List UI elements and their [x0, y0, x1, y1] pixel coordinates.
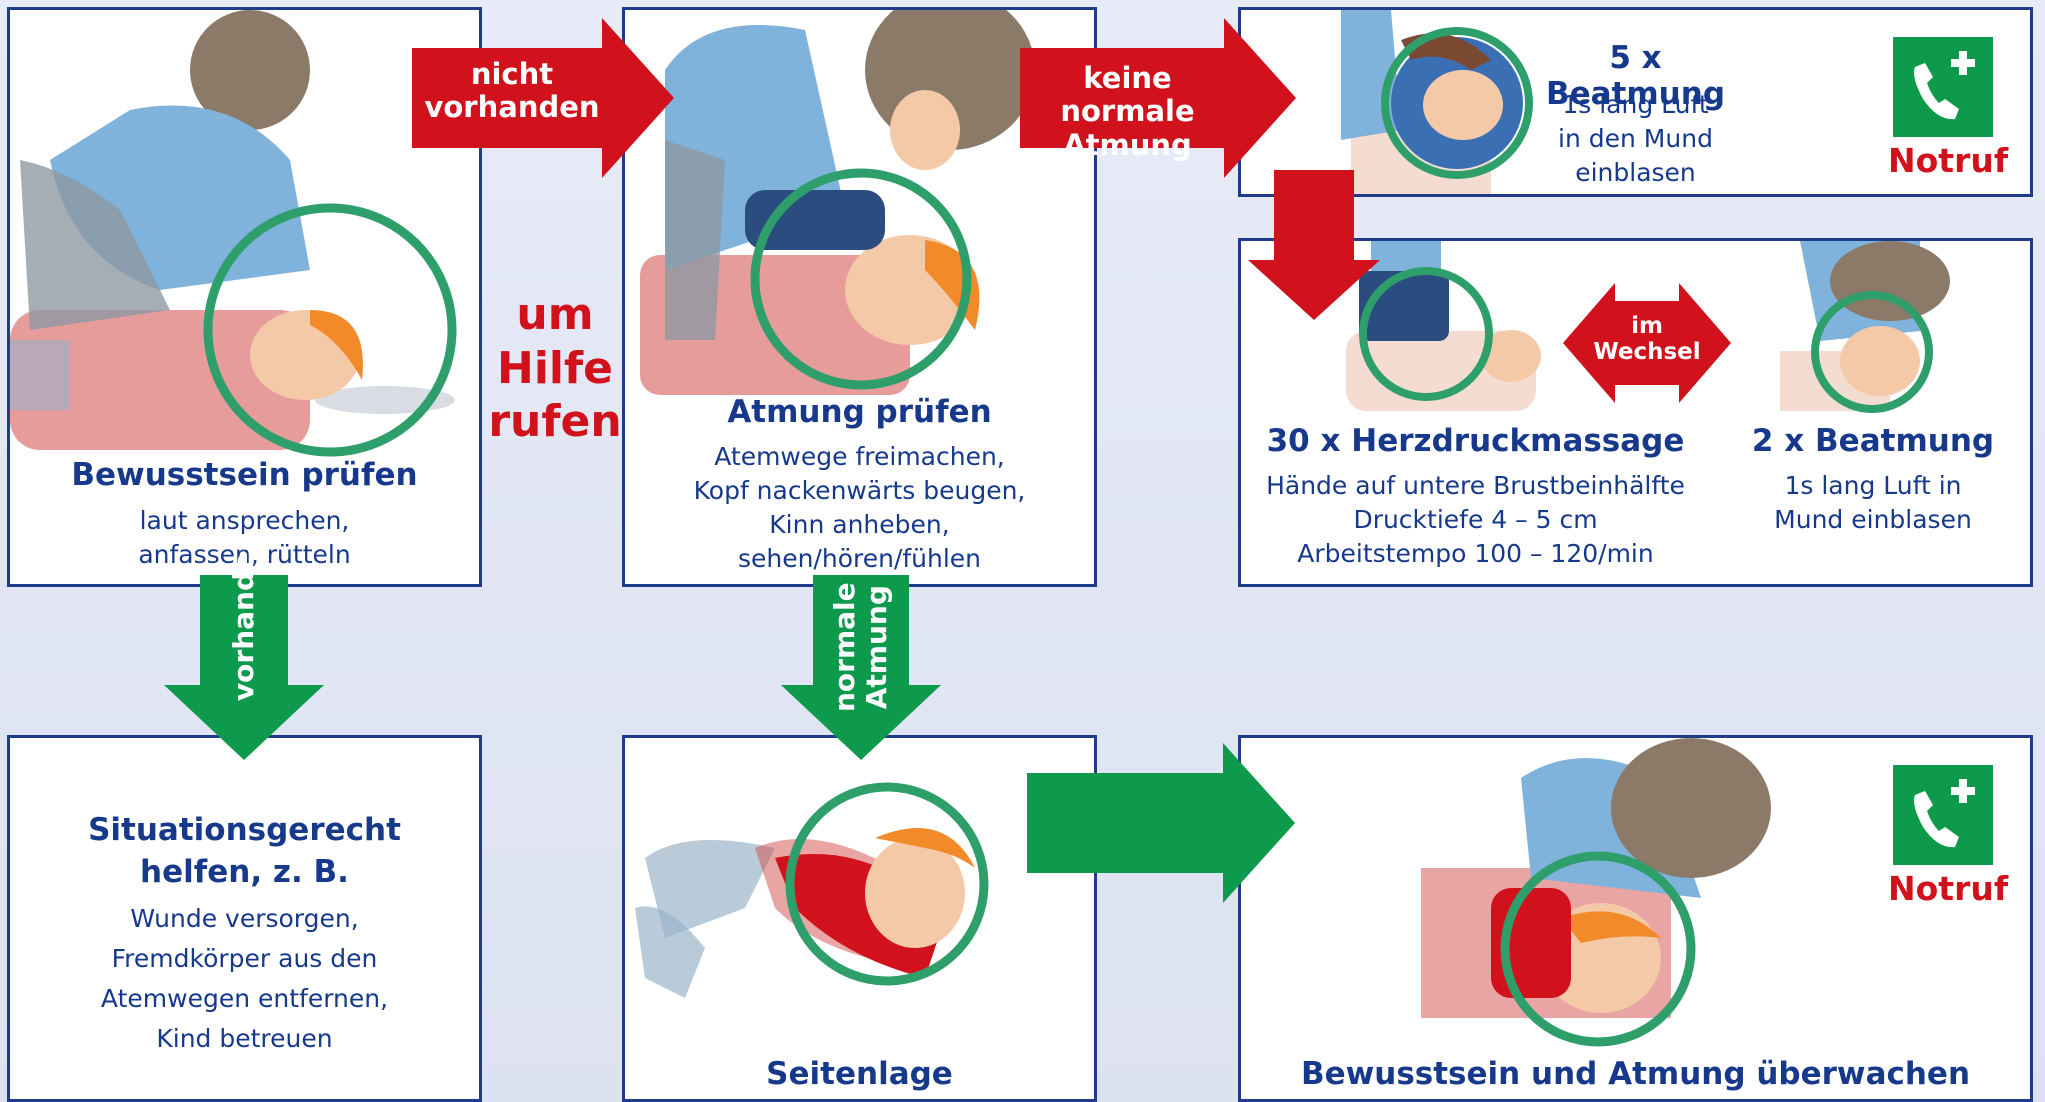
situational-description: Wunde versorgen, Fremdkörper aus den Ate…	[10, 899, 479, 1059]
check-consciousness-illustration	[10, 10, 457, 457]
description-line: Kinn anheben,	[769, 510, 950, 539]
arrow-alternate: im Wechsel	[1563, 283, 1731, 403]
situational-title: Situationsgerecht helfen, z. B.	[10, 810, 479, 894]
arrow-recovery-to-monitor	[1027, 743, 1295, 903]
emergency-call-label: Notruf	[1888, 141, 2009, 180]
description-line: Wunde versorgen,	[130, 904, 359, 933]
recovery-position-title: Seitenlage	[766, 1056, 953, 1092]
emergency-phone-icon	[1893, 765, 1993, 865]
step-rescue-breaths-box: 5 x Beatmung 1s lang Luft in den Mund ei…	[1238, 7, 2033, 197]
description-line: laut ansprechen,	[139, 506, 350, 535]
arrow-present-label: vorhanden	[226, 532, 260, 702]
step-breathing-box: Atmung prüfen Atemwege freimachen, Kopf …	[622, 7, 1097, 587]
description-line: Kopf nackenwärts beugen,	[693, 476, 1026, 505]
consciousness-description: laut ansprechen, anfassen, rütteln	[10, 504, 479, 572]
breathing-title: Atmung prüfen	[727, 394, 992, 430]
step-recovery-position-box: Seitenlage	[622, 735, 1097, 1102]
breaths-illustration	[1780, 241, 1950, 413]
description-line: Atemwege freimachen,	[714, 442, 1005, 471]
arrow-normal-breathing: normale Atmung	[781, 575, 941, 760]
arrow-not-present-label: nicht vorhanden	[412, 57, 612, 125]
arrow-label-line: keine normale	[1060, 61, 1195, 129]
consciousness-title: Bewusstsein prüfen	[71, 457, 418, 493]
check-breathing-illustration	[640, 10, 1035, 395]
green-arrow-right-shape	[1027, 743, 1295, 903]
call-for-help-text: um Hilfe rufen	[475, 288, 635, 449]
description-line: sehen/hören/fühlen	[737, 544, 982, 573]
description-line: Mund einblasen	[1774, 505, 1972, 534]
description-line: 1s lang Luft in	[1784, 471, 1962, 500]
arrow-alternate-label: im Wechsel	[1563, 313, 1731, 366]
arrow-normal-breathing-label: normale Atmung	[827, 582, 893, 713]
arrow-label-line: vorhanden	[424, 90, 600, 125]
rescue-breaths-description: 1s lang Luft in den Mund einblasen	[1531, 88, 1740, 189]
arrow-label-line: Atmung	[860, 585, 893, 710]
description-line: Fremdkörper aus den	[111, 944, 378, 973]
title-line: Situationsgerecht	[88, 812, 401, 848]
red-arrow-right-shape	[412, 18, 674, 178]
arrow-label-line: nicht	[470, 57, 554, 91]
description-line: 1s lang Luft	[1562, 90, 1709, 119]
step-cpr-cycle-box: 30 x Herzdruckmassage Hände auf untere B…	[1238, 238, 2033, 587]
arrow-no-normal-breathing: keine normale Atmung	[1020, 18, 1296, 178]
description-line: anfassen, rütteln	[138, 539, 351, 569]
breaths2-title: 2 x Beatmung	[1751, 423, 1995, 459]
monitor-title: Bewusstsein und Atmung überwachen	[1300, 1056, 1971, 1092]
arrow-down-to-cpr	[1248, 170, 1380, 320]
rescue-breaths-title: 5 x Beatmung	[1545, 40, 1726, 112]
step-situational-help-box: Situationsgerecht helfen, z. B. Wunde ve…	[7, 735, 482, 1102]
arrow-label-line: im	[1631, 313, 1663, 339]
arrow-label-line: Wechsel	[1593, 339, 1701, 366]
arrow-label-line: normale	[827, 582, 861, 713]
call-help-line: um	[516, 289, 594, 340]
call-help-line: Hilfe	[497, 342, 613, 394]
description-line: Atemwegen entfernen,	[100, 984, 389, 1013]
green-arrow-down-shape	[164, 575, 324, 760]
red-arrow-right-shape	[1020, 18, 1296, 178]
description-line: Kind betreuen	[156, 1024, 333, 1053]
call-help-line: rufen	[488, 396, 622, 448]
emergency-call-badge: Notruf	[1888, 37, 2009, 180]
step-consciousness-box: Bewusstsein prüfen laut ansprechen, anfa…	[7, 7, 482, 587]
red-arrow-down-shape	[1248, 170, 1380, 320]
title-line: helfen, z. B.	[140, 853, 349, 890]
breathing-description: Atemwege freimachen, Kopf nackenwärts be…	[625, 440, 1094, 576]
green-arrow-down-shape	[781, 575, 941, 760]
step-monitor-box: Bewusstsein und Atmung überwachen Notruf	[1238, 735, 2033, 1102]
arrow-no-normal-breathing-label: keine normale Atmung	[1020, 61, 1235, 162]
arrow-present: vorhanden	[164, 532, 324, 760]
emergency-phone-icon	[1893, 37, 1993, 137]
rescue-breaths-illustration	[1341, 10, 1533, 194]
compressions-description: Hände auf untere Brustbeinhälfte Druckti…	[1241, 469, 1710, 571]
description-line: Arbeitstempo 100 – 120/min	[1297, 539, 1654, 568]
arrow-label-line: Atmung	[1063, 127, 1192, 162]
description-line: Hände auf untere Brustbeinhälfte	[1266, 471, 1685, 500]
description-line: in den Mund einblasen	[1558, 123, 1713, 187]
emergency-call-badge: Notruf	[1888, 765, 2009, 908]
recovery-position-illustration	[635, 782, 989, 998]
red-double-arrow-shape	[1563, 283, 1731, 403]
breaths2-description: 1s lang Luft in Mund einblasen	[1726, 469, 2020, 537]
chest-compression-illustration	[1346, 241, 1541, 411]
monitor-illustration	[1421, 738, 1771, 1047]
compressions-title: 30 x Herzdruckmassage	[1266, 423, 1685, 459]
arrow-not-present: nicht vorhanden	[412, 18, 674, 178]
emergency-call-label: Notruf	[1888, 869, 2009, 908]
description-line: Drucktiefe 4 – 5 cm	[1353, 505, 1598, 534]
